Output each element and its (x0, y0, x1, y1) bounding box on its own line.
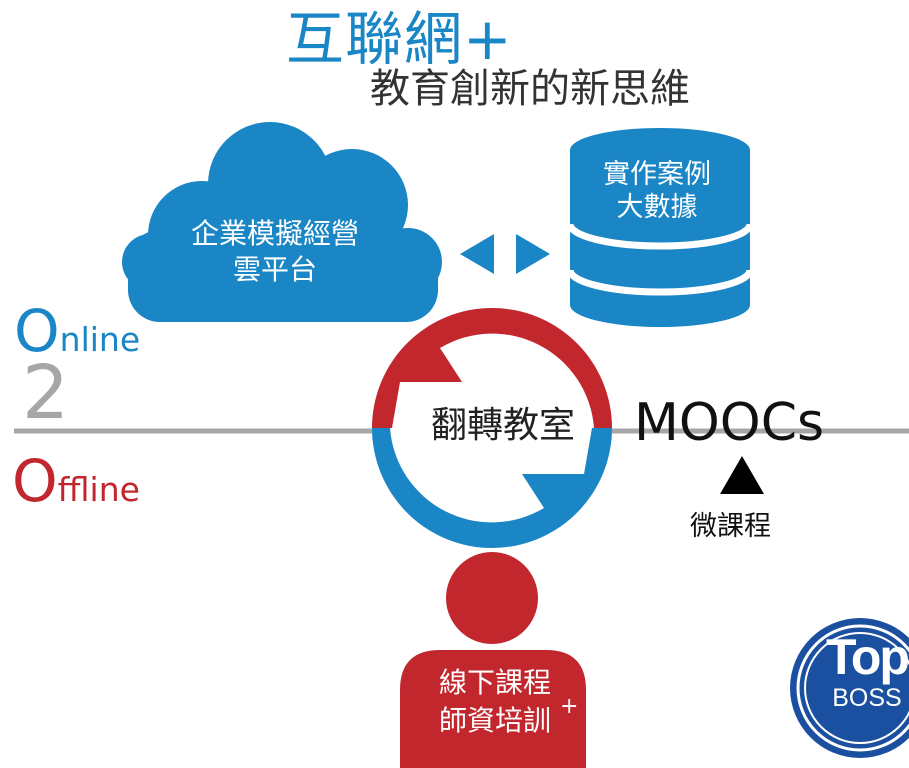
person-icon (400, 552, 586, 768)
two-label: 2 (22, 350, 70, 436)
person-plus: + (560, 694, 579, 719)
flip-cycle-icon (372, 308, 612, 548)
database-icon (566, 128, 754, 327)
triangle-up-icon (720, 456, 764, 494)
cloud-label: 企業模擬經營 雲平台 (150, 216, 400, 288)
cloud-icon (122, 122, 442, 322)
offline-label: Offline (12, 452, 140, 510)
page-title: 互聯網+ (286, 5, 513, 73)
micro-course-label: 微課程 (690, 511, 771, 542)
page-subtitle: 教育創新的新思維 (370, 66, 690, 112)
database-label-line2: 大數據 (616, 192, 698, 223)
moocs-label: MOOCs (634, 393, 825, 453)
flipped-classroom-label: 翻轉教室 (430, 405, 575, 446)
online-o: O (14, 297, 60, 365)
cloud-label-line1: 企業模擬經營 (190, 217, 359, 250)
online-label: Online (14, 302, 140, 360)
person-label-line2: 師資培訓 (438, 704, 551, 737)
topboss-logo (790, 618, 909, 758)
database-label: 實作案例 大數據 (572, 158, 742, 224)
person-label: 線下課程 師資培訓 (420, 664, 570, 740)
double-arrow-icon (460, 234, 550, 274)
offline-o: O (12, 447, 58, 515)
database-label-line1: 實作案例 (603, 159, 711, 190)
online-rest: nline (59, 320, 141, 359)
person-label-line1: 線下課程 (438, 666, 551, 699)
logo-top-text: Top (826, 629, 909, 685)
cloud-label-line2: 雲平台 (232, 253, 317, 286)
logo-text: Top BOSS (812, 630, 909, 712)
logo-boss-text: BOSS (832, 684, 902, 712)
offline-rest: ffline (57, 470, 140, 509)
